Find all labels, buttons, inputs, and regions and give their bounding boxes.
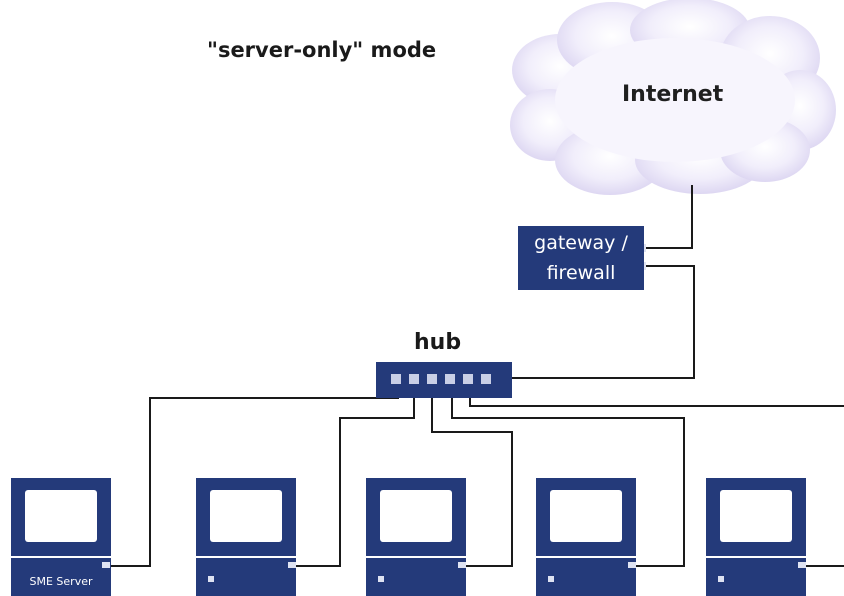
gateway-hub-cable (512, 265, 695, 379)
hub-label: hub (414, 330, 462, 355)
computer-client-1 (196, 478, 296, 596)
hub-port (445, 374, 455, 384)
hub-port (409, 374, 419, 384)
gateway-label-line1: gateway / (534, 232, 628, 254)
internet-label: Internet (622, 82, 724, 107)
hub-port (463, 374, 473, 384)
hub-device (376, 362, 512, 398)
gateway-firewall-box: gateway / firewall (518, 226, 644, 290)
sme-server-label: SME Server (29, 575, 93, 588)
hub-client3-cable (451, 384, 685, 567)
hub-client4-cable (469, 384, 844, 407)
hub-client2-cable (431, 384, 513, 567)
computer-client-4 (706, 478, 806, 596)
hub-ports (391, 374, 491, 384)
computer-client-2 (366, 478, 466, 596)
hub-port (481, 374, 491, 384)
computer-sme-server (11, 478, 111, 596)
computer-client-3 (536, 478, 636, 596)
hub-client1-cable (296, 384, 415, 567)
diagram-title: "server-only" mode (207, 38, 437, 62)
gateway-label-line2: firewall (546, 262, 616, 284)
hub-port (427, 374, 437, 384)
hub-port (391, 374, 401, 384)
internet-cloud (510, 0, 836, 195)
internet-uplink-cable (644, 185, 693, 249)
